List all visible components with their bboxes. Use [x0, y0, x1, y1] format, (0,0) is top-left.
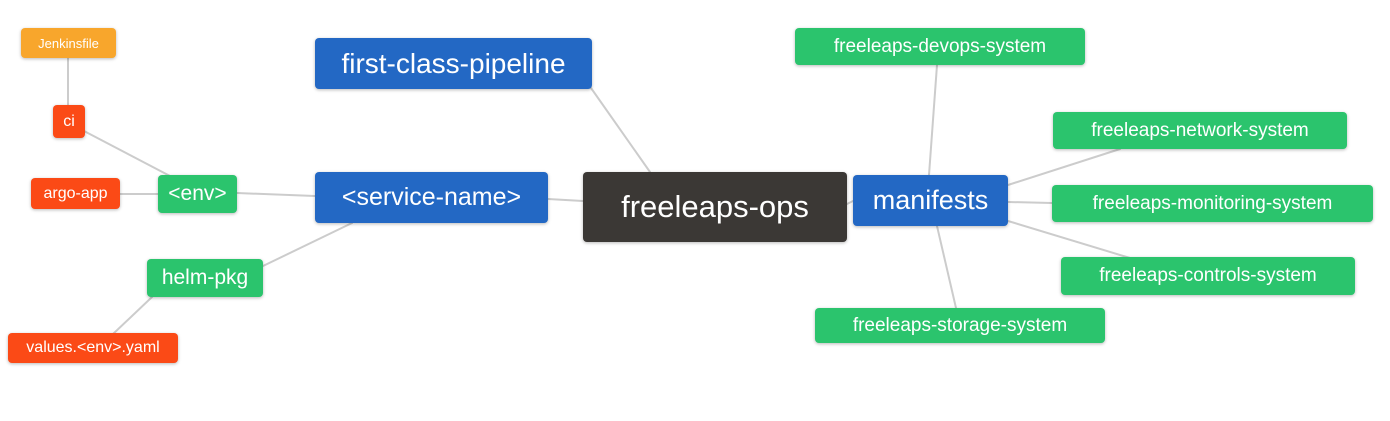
edge-service-name-freeleaps-ops: [547, 198, 584, 202]
node-service-name[interactable]: <service-name>: [315, 172, 548, 223]
node-freeleaps-ops[interactable]: freeleaps-ops: [583, 172, 847, 242]
edge-manifests-storage-system: [936, 225, 957, 309]
node-ci[interactable]: ci: [53, 105, 85, 138]
edge-first-class-pipeline-freeleaps-ops: [590, 87, 651, 173]
edge-ci-env: [83, 130, 171, 177]
node-freeleaps-monitoring-system[interactable]: freeleaps-monitoring-system: [1052, 185, 1373, 222]
edge-helm-pkg-values-env-yaml: [112, 296, 153, 335]
node-freeleaps-devops-system[interactable]: freeleaps-devops-system: [795, 28, 1085, 65]
node-freeleaps-storage-system[interactable]: freeleaps-storage-system: [815, 308, 1105, 343]
node-jenkinsfile[interactable]: Jenkinsfile: [21, 28, 116, 58]
node-freeleaps-controls-system[interactable]: freeleaps-controls-system: [1061, 257, 1355, 295]
edge-manifests-monitoring-system: [1007, 201, 1053, 204]
edge-env-service-name: [236, 192, 316, 197]
node-first-class-pipeline[interactable]: first-class-pipeline: [315, 38, 592, 89]
node-manifests[interactable]: manifests: [853, 175, 1008, 226]
node-values-env-yaml[interactable]: values.<env>.yaml: [8, 333, 178, 363]
node-helm-pkg[interactable]: helm-pkg: [147, 259, 263, 297]
edge-manifests-network-system: [1007, 148, 1121, 186]
edge-manifests-devops-system: [928, 64, 938, 176]
edge-manifests-controls-system: [1007, 220, 1131, 259]
edge-service-name-helm-pkg: [262, 222, 353, 267]
node-argo-app[interactable]: argo-app: [31, 178, 120, 209]
edge-freeleaps-ops-manifests: [846, 200, 854, 205]
node-freeleaps-network-system[interactable]: freeleaps-network-system: [1053, 112, 1347, 149]
node-env[interactable]: <env>: [158, 175, 237, 213]
